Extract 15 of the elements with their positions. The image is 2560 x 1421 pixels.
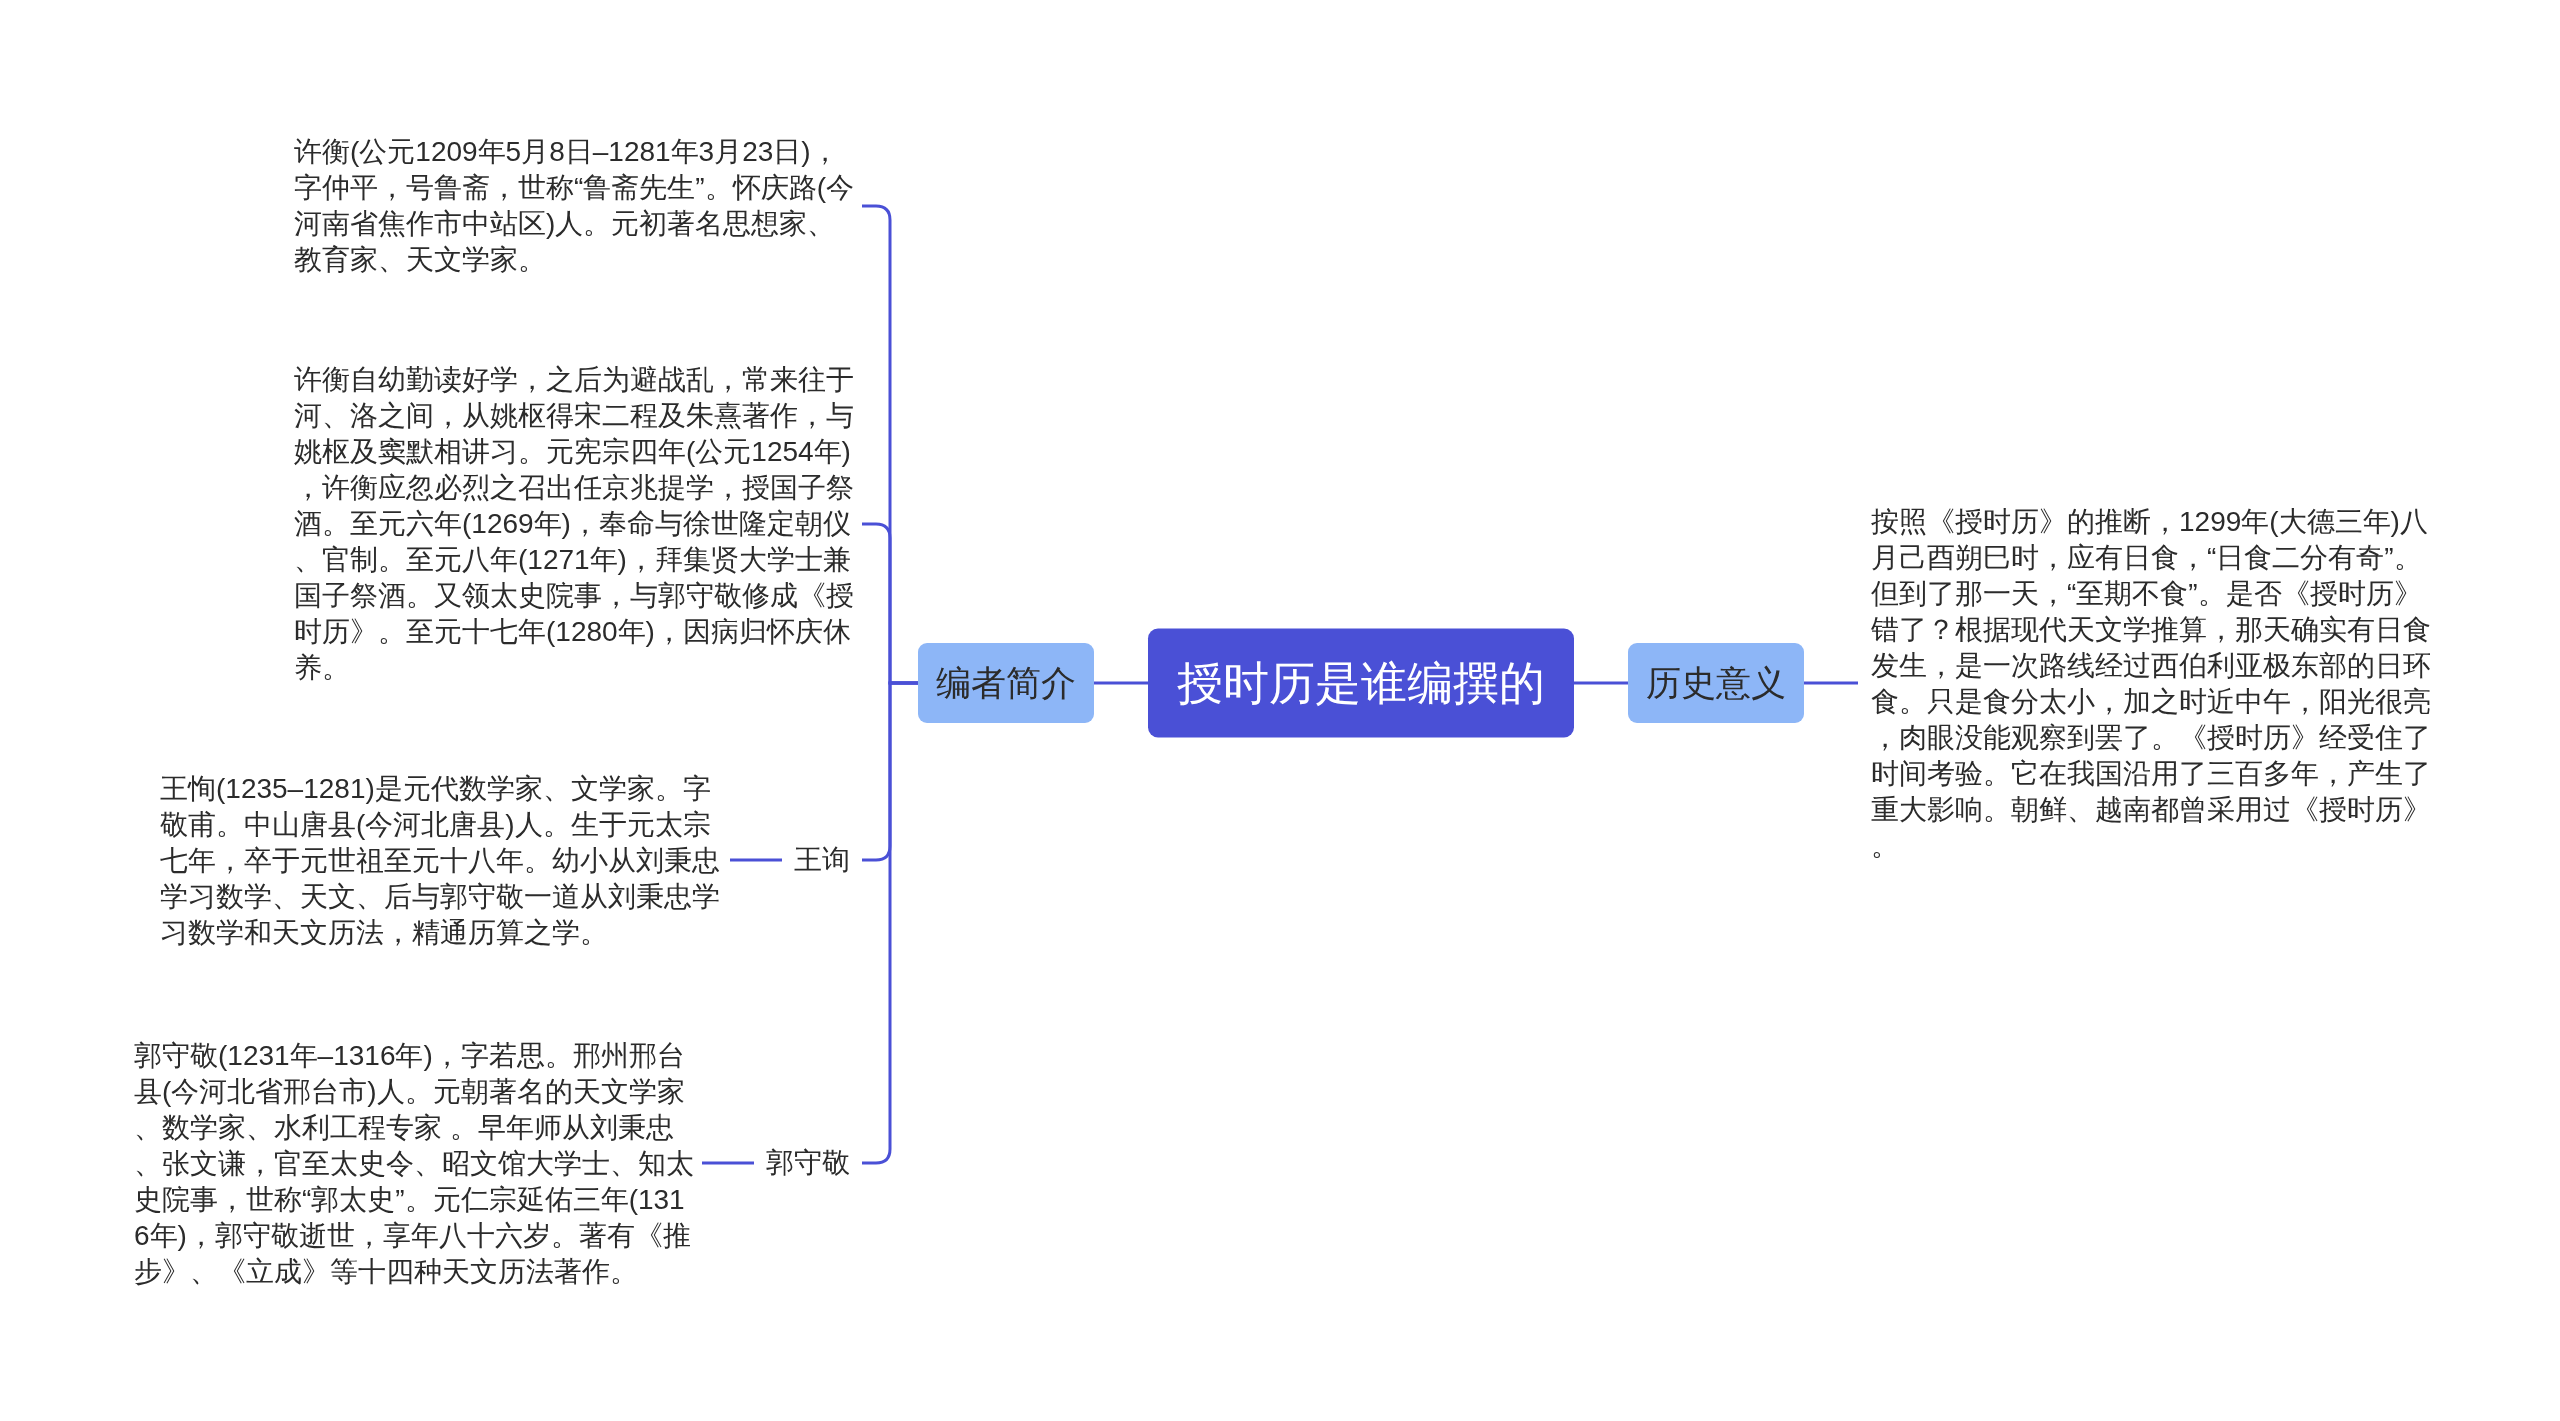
- description-text: 按照《授时历》的推断，1299年(大德三年)八月己酉朔巳时，应有日食，“日食二分有奇”。但到了那一天，“至期不食”。是否《授时历》错了？根据现代天文学推算，那天确实有日食发生，是一次路线经过西伯利亚极东部的日环食。只是食分太小，加之时近中午，阳光很亮，肉眼没能观察到罢了。《授时历》经受住了时间考验。它在我国沿用了三百多年，产生了重大影响。朝鲜、越南都曾采用过《授时历》。: [1858, 504, 2436, 864]
- branch-label: 郭守敬: [754, 1145, 862, 1181]
- description-text: 王恂(1235–1281)是元代数学家、文学家。字敬甫。中山唐县(今河北唐县)人。生于元太宗七年，卒于元世祖至元十八年。幼小从刘秉忠学习数学、天文、后与郭守敬一道从刘秉忠学习数学和天文历法，精通历算之学。: [154, 771, 730, 951]
- description-text: 许衡(公元1209年5月8日–1281年3月23日)，字仲平，号鲁斋，世称“鲁斋先生”。怀庆路(今河南省焦作市中站区)人。元初著名思想家、教育家、天文学家。: [290, 134, 862, 278]
- topic-box: 历史意义: [1628, 643, 1804, 723]
- branch-label: 王询: [782, 842, 862, 878]
- connector-line: [1574, 681, 1628, 685]
- central-topic-box: 授时历是谁编撰的: [1148, 628, 1574, 738]
- topic-box: 编者简介: [918, 643, 1094, 723]
- connector-line: [1094, 681, 1148, 685]
- connector-line: [702, 1161, 754, 1165]
- connector-line: [1804, 681, 1858, 685]
- description-text: 许衡自幼勤读好学，之后为避战乱，常来往于河、洛之间，从姚枢得宋二程及朱熹著作，与姚枢及窦默相讲习。元宪宗四年(公元1254年)，许衡应忽必烈之召出任京兆提学，授国子祭酒。至元六年(1269年)，奉命与徐世隆定朝仪、官制。至元八年(1271年)，拜集贤大学士兼国子祭酒。又领太史院事，与郭守敬修成《授时历》。至元十七年(1280年)，因病归怀庆休养。: [290, 362, 862, 686]
- description-text: 郭守敬(1231年–1316年)，字若思。邢州邢台县(今河北省邢台市)人。元朝著名的天文学家、数学家、水利工程专家 。早年师从刘秉忠、张文谦，官至太史令、昭文馆大学士、知太史院事，世称“郭太史”。元仁宗延佑三年(1316年)，郭守敬逝世，享年八十六岁。著有《推步》、《立成》等十四种天文历法著作。: [128, 1038, 702, 1290]
- connector-line: [730, 858, 782, 862]
